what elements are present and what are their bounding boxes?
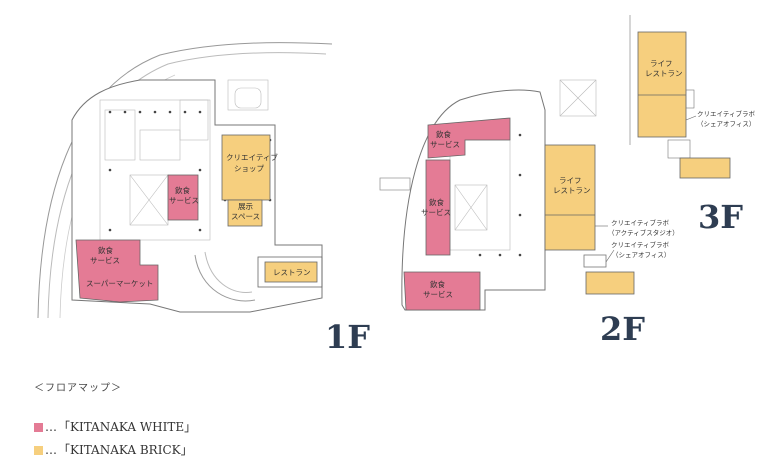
label-food-a-2: サービス [169, 196, 199, 205]
creative-lab-2f-area [585, 271, 635, 295]
label-2f-food-a-1: 飲食 [436, 129, 451, 139]
label-2f-food-b-1: 飲食 [429, 197, 444, 207]
floor-label-1f: 1F [325, 318, 370, 356]
label-supermarket: スーパーマーケット [86, 279, 153, 288]
legend-swatch-white [34, 423, 43, 432]
label-2f-lab-a-1: クリエイティブラボ [611, 218, 669, 227]
label-3f-life-2: レストラン [645, 69, 683, 78]
label-2f-lab-b-1: クリエイティブラボ [611, 240, 669, 249]
label-2f-food-b-2: サービス [421, 208, 451, 217]
legend-title: ＜フロアマップ＞ [34, 383, 122, 394]
exhibit-space-area [227, 199, 263, 227]
label-2f-food-c-1: 飲食 [430, 279, 445, 289]
label-food-b-1: 飲食 [98, 245, 113, 255]
label-creative-shop-1: クリエイティブ [226, 152, 278, 162]
restaurant-1f-area [264, 261, 318, 283]
floor-1f-plan: クリエイティブ ショップ 展示 スペース 飲食 サービス 飲食 サービス スーパ… [37, 42, 370, 356]
label-2f-lab-a-2: （アクティブスタジオ） [608, 228, 679, 237]
legend-dots-white: … [45, 420, 58, 434]
label-3f-life-1: ライフ [650, 59, 673, 68]
label-2f-life-2: レストラン [553, 186, 591, 195]
label-3f-lab-2: （シェアオフィス） [697, 120, 755, 128]
legend-label-white: 「KITANAKA WHITE」 [58, 420, 197, 434]
legend-swatch-brick [34, 446, 43, 455]
food-service-1f-a-area [167, 174, 199, 221]
legend-label-brick: 「KITANAKA BRICK」 [58, 443, 193, 457]
label-exhibit-1: 展示 [238, 202, 253, 211]
floor-label-2f: 2F [600, 310, 645, 348]
floor-label-3f: 3F [698, 198, 743, 236]
label-2f-food-c-2: サービス [423, 290, 453, 299]
floor-3f-plan: ライフ レストラン クリエイティブラボ （シェアオフィス） 3F [629, 15, 755, 236]
label-food-b-2: サービス [90, 256, 120, 265]
food-service-2f-a-area [427, 117, 511, 159]
life-restaurant-3f-area [637, 31, 687, 138]
label-food-a-1: 飲食 [175, 185, 190, 195]
label-restaurant-1f: レストラン [273, 268, 311, 277]
label-2f-life-1: ライフ [559, 176, 582, 185]
legend-item-white: …「KITANAKA WHITE」 [34, 418, 196, 435]
food-service-2f-b-area [425, 159, 451, 256]
label-creative-shop-2: ショップ [234, 164, 264, 173]
food-service-2f-c-area [403, 271, 481, 311]
life-restaurant-2f-area [544, 144, 596, 251]
supermarket-area [75, 239, 159, 303]
creative-lab-3f-area [679, 157, 731, 179]
creative-shop-area [221, 134, 271, 201]
legend-dots-brick: … [45, 443, 58, 457]
label-3f-lab-1: クリエイティブラボ [697, 109, 755, 118]
label-2f-food-a-2: サービス [430, 140, 460, 149]
label-2f-lab-b-2: （シェアオフィス） [612, 251, 670, 259]
label-exhibit-2: スペース [231, 212, 260, 221]
floor-2f-plan: 飲食 サービス 飲食 サービス 飲食 サービス ライフ レストラン クリエイティ… [379, 79, 679, 348]
legend-item-brick: …「KITANAKA BRICK」 [34, 441, 193, 458]
